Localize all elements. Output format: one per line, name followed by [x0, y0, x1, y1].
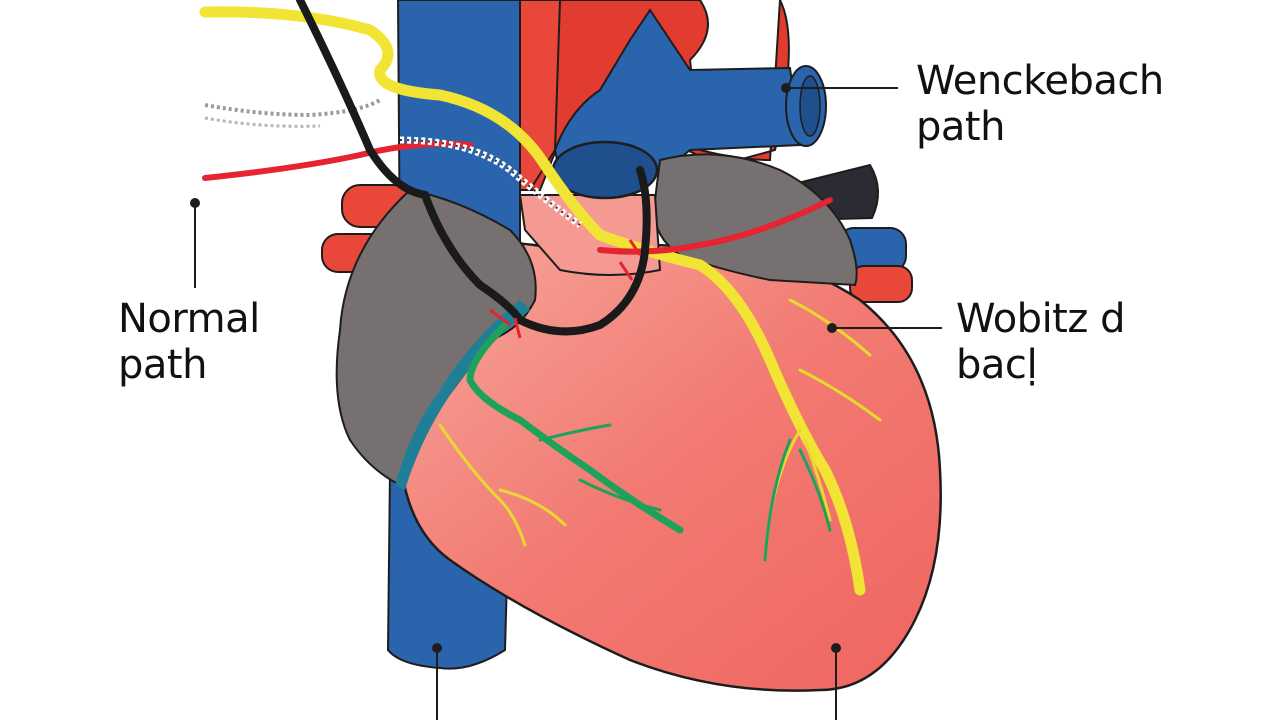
black-conduction-path — [296, 0, 651, 336]
label-normal-line2: path — [118, 342, 207, 388]
label-wobitz-line2: bacḷ — [956, 342, 1038, 388]
label-wenckebach-line2: path — [916, 104, 1005, 150]
leader-wobitz — [827, 323, 942, 333]
yellow-branch-left — [438, 423, 567, 547]
leader-bottom-right — [831, 643, 841, 720]
leader-wenckebach — [781, 83, 898, 93]
dashed-mid-path — [399, 136, 583, 228]
label-normal-line1: Normal — [118, 296, 260, 342]
pulmonary-artery-lumen — [799, 75, 821, 137]
label-wobitz-line1: Wobitz d — [956, 296, 1125, 342]
right-vessel-stub-red — [849, 265, 913, 303]
label-wobitz: Wobitz d bacḷ — [956, 296, 1125, 388]
leader-bottom-left — [432, 643, 442, 720]
dashed-gray-path-2 — [204, 116, 321, 128]
label-wenckebach-path: Wenckebach path — [916, 58, 1164, 150]
outflow-tract — [518, 194, 662, 276]
pulmonary-trunk — [553, 8, 802, 176]
label-wenckebach-line1: Wenckebach — [916, 58, 1164, 104]
yellow-conduction-path — [199, 6, 866, 596]
green-branches — [538, 423, 832, 562]
green-conduction-path — [466, 321, 684, 534]
red-tick-marks — [489, 239, 642, 339]
leader-normal — [190, 198, 200, 288]
label-normal-path: Normal path — [118, 296, 260, 388]
